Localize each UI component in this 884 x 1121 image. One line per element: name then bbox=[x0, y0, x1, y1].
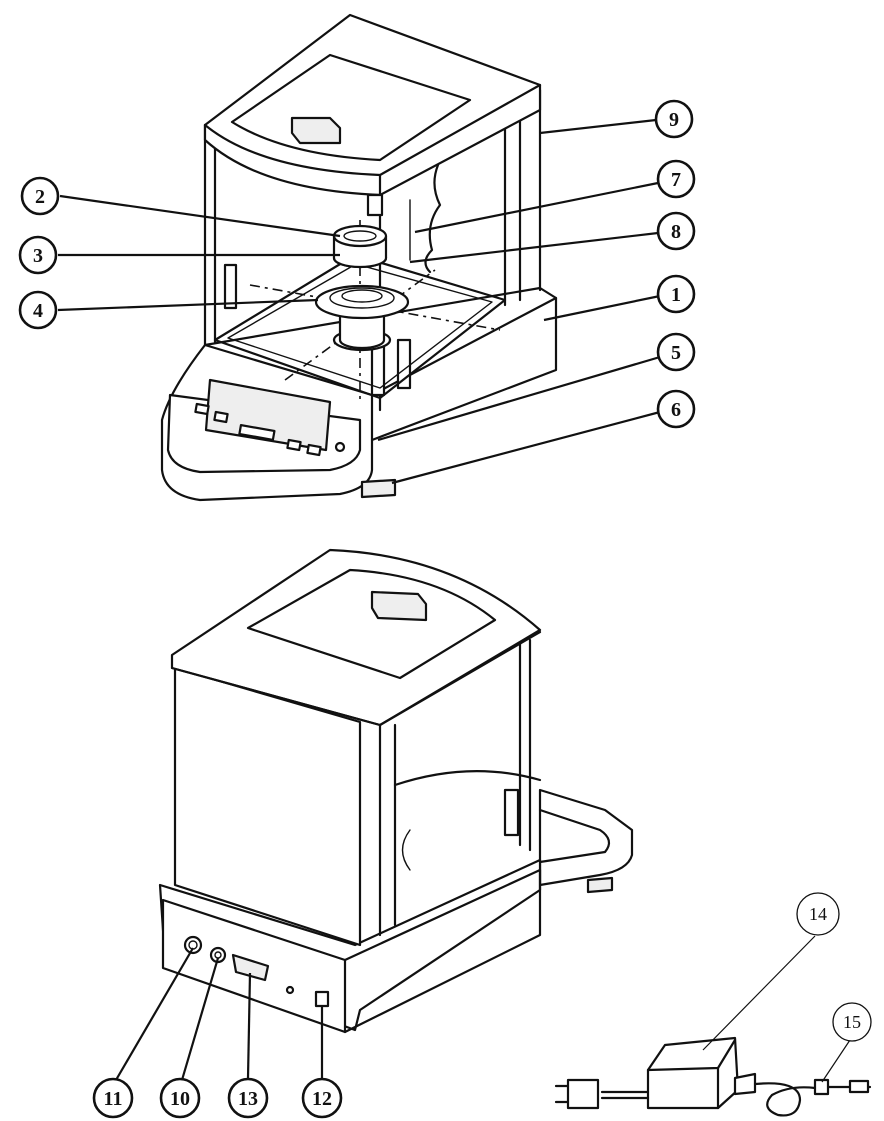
key-5 bbox=[306, 443, 322, 457]
callout-1: 1 bbox=[656, 274, 696, 314]
side-handle-left bbox=[223, 263, 238, 310]
callout-5: 5 bbox=[656, 332, 696, 372]
side-handle-right-2 bbox=[396, 338, 412, 390]
top-glass-panel bbox=[230, 53, 472, 162]
leader-5 bbox=[377, 355, 661, 442]
ac-plug bbox=[566, 1078, 600, 1110]
callout-4: 4 bbox=[18, 290, 58, 330]
callout-label-11: 11 bbox=[104, 1088, 123, 1110]
adapter-body bbox=[646, 1036, 740, 1110]
ac-plug-prong bbox=[554, 1084, 570, 1104]
callout-label-2: 2 bbox=[35, 186, 45, 208]
callout-13: 13 bbox=[227, 1077, 269, 1119]
callout-label-5: 5 bbox=[671, 342, 681, 364]
dc-plug-end bbox=[848, 1079, 870, 1094]
leader-4 bbox=[57, 298, 319, 312]
callout-label-15: 15 bbox=[843, 1012, 861, 1032]
leader-2 bbox=[59, 194, 341, 238]
callout-label-3: 3 bbox=[33, 245, 43, 267]
key-3 bbox=[238, 424, 276, 441]
connector-small bbox=[285, 985, 295, 995]
dc-plug-15 bbox=[813, 1078, 830, 1096]
callout-6: 6 bbox=[656, 389, 696, 429]
callout-14: 14 bbox=[796, 892, 840, 936]
callout-label-1: 1 bbox=[671, 284, 681, 306]
rear-top-handle bbox=[370, 590, 428, 622]
callout-12: 12 bbox=[301, 1077, 343, 1119]
callout-2: 2 bbox=[20, 176, 60, 216]
balance-front-view bbox=[160, 13, 558, 502]
level-bubble bbox=[334, 441, 346, 453]
rear-top-glass bbox=[246, 568, 497, 680]
callout-label-6: 6 bbox=[671, 399, 681, 421]
leader-8 bbox=[409, 231, 659, 264]
rear-inner-floor bbox=[393, 770, 542, 787]
connector-11 bbox=[183, 935, 203, 955]
main-pan-inner-1 bbox=[329, 287, 395, 309]
rear-foot-right bbox=[586, 876, 614, 894]
callout-9: 9 bbox=[654, 99, 694, 139]
callout-label-10: 10 bbox=[170, 1088, 190, 1110]
leader-10 bbox=[180, 957, 220, 1081]
callout-label-9: 9 bbox=[669, 109, 679, 131]
leader-9 bbox=[539, 118, 657, 135]
center-line-1 bbox=[249, 284, 501, 331]
callout-7: 7 bbox=[656, 159, 696, 199]
key-1 bbox=[194, 402, 210, 416]
leader-11 bbox=[115, 947, 194, 1081]
top-cover bbox=[203, 13, 542, 197]
callout-label-12: 12 bbox=[312, 1088, 332, 1110]
rear-top-cover bbox=[170, 548, 542, 727]
rear-top-cover-edge bbox=[170, 630, 542, 727]
leader-6 bbox=[391, 410, 661, 485]
key-4 bbox=[286, 438, 302, 452]
callout-label-13: 13 bbox=[238, 1088, 258, 1110]
leader-15 bbox=[821, 1039, 851, 1083]
upper-pan-inner bbox=[343, 230, 377, 242]
upper-pan-rim bbox=[332, 224, 388, 248]
rear-door-handle bbox=[503, 788, 520, 837]
leader-1 bbox=[543, 294, 661, 322]
main-pan-inner-2 bbox=[341, 289, 383, 303]
leader-7 bbox=[414, 181, 659, 234]
callout-label-14: 14 bbox=[809, 904, 827, 924]
balance-rear-view bbox=[158, 548, 634, 1034]
leader-13 bbox=[246, 972, 252, 1079]
chamber-floor bbox=[213, 253, 507, 400]
rear-tray-rim bbox=[538, 808, 611, 864]
callout-11: 11 bbox=[92, 1077, 134, 1119]
key-2 bbox=[213, 410, 229, 424]
leader-lines bbox=[57, 118, 851, 1083]
callout-label-4: 4 bbox=[33, 300, 43, 322]
leader-14 bbox=[702, 935, 816, 1051]
cutaway-edge bbox=[424, 163, 442, 274]
callout-3: 3 bbox=[18, 235, 58, 275]
power-adapter bbox=[554, 1036, 872, 1117]
rear-inner-arc bbox=[401, 829, 411, 871]
callout-8: 8 bbox=[656, 211, 696, 251]
rear-left-wall bbox=[173, 666, 362, 947]
top-cover-edge bbox=[203, 83, 542, 177]
connector-10 bbox=[209, 946, 227, 964]
adapter-plug-out bbox=[733, 1072, 757, 1096]
callout-label-8: 8 bbox=[671, 221, 681, 243]
callouts: 1 2 3 4 5 6 7 8 bbox=[18, 99, 872, 1119]
callout-10: 10 bbox=[159, 1077, 201, 1119]
main-pan-stem bbox=[338, 310, 386, 350]
connector-12-switch bbox=[314, 990, 330, 1008]
callout-15: 15 bbox=[832, 1002, 872, 1042]
rear-base-tray bbox=[538, 788, 634, 887]
chamber-floor-inner bbox=[227, 263, 493, 389]
front-foot bbox=[360, 478, 397, 499]
callout-label-7: 7 bbox=[671, 169, 681, 191]
top-handle bbox=[290, 116, 342, 145]
top-back-handle bbox=[366, 193, 384, 217]
connector-13-serial bbox=[231, 953, 270, 982]
dc-cable-loop bbox=[753, 1082, 817, 1117]
rear-base-side bbox=[343, 868, 542, 1034]
